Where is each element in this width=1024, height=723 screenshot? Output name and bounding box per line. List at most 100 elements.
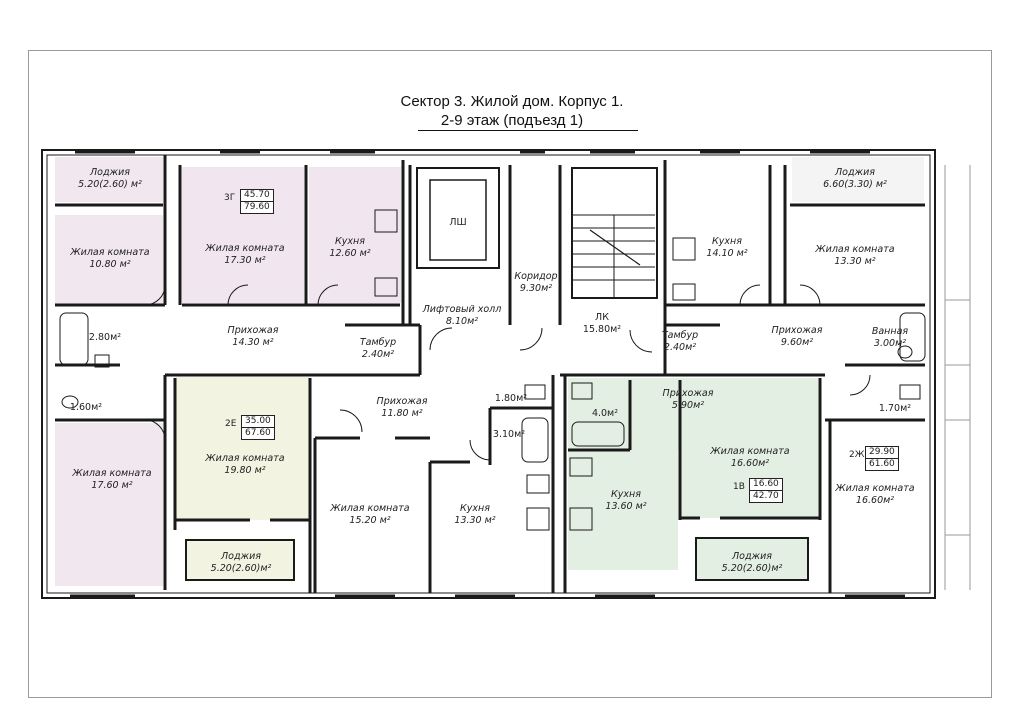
stove-1v: [569, 507, 593, 531]
apartment-code: 2Ж: [849, 450, 865, 460]
bathtub-l: [59, 312, 89, 366]
door-arc: [739, 284, 761, 306]
toilet-r: [897, 345, 913, 359]
apartment-living-area: 35.00: [242, 416, 274, 428]
label-lsh: ЛШ: [449, 217, 467, 228]
room-fill-kitchen-3g: [309, 167, 401, 303]
toilet-l: [61, 395, 79, 409]
neighbour-section: [944, 165, 971, 590]
apartment-total-area: 67.60: [245, 428, 271, 438]
room-fill-loggia-tr: [792, 157, 924, 202]
sink-2e: [524, 384, 546, 400]
apartment-code: 1В: [733, 482, 745, 492]
lift-shaft-outer: [416, 167, 500, 269]
sink-l: [94, 354, 110, 368]
label-wc-r: 1.70м²: [878, 403, 912, 414]
exterior-wall-inner: [46, 154, 931, 594]
apartment-area-box: 29.90 61.60: [865, 446, 899, 471]
label-wc-2e: 1.80м²: [494, 393, 528, 404]
room-fill-kitchen-1v: [568, 450, 678, 570]
room-fill-loggia-tl: [55, 157, 163, 202]
apartment-living-area: 45.70: [241, 190, 273, 202]
apartment-code: 3Г: [224, 193, 236, 203]
apartment-area-box: 35.00 67.60: [241, 415, 275, 440]
room-fill-hall-1v: [630, 378, 680, 450]
room-fill-loggia-br: [696, 538, 808, 580]
apartment-total-area: 79.60: [244, 202, 270, 212]
sink-1v-bath: [571, 382, 593, 400]
apartment-total-area: 61.60: [869, 459, 895, 469]
apartment-total-area: 42.70: [753, 491, 779, 501]
door-arc: [429, 327, 453, 351]
stove-2e: [526, 507, 550, 531]
room-fill-room-tl: [55, 215, 163, 305]
title-underline: [418, 130, 638, 131]
loggia-frame-br: [695, 537, 809, 581]
sink-kitchen-1v: [569, 457, 593, 477]
plan-subtitle: 2-9 этаж (подъезд 1): [440, 112, 584, 129]
label-wc-l: 1.60м²: [69, 402, 103, 413]
plan-title: Сектор 3. Жилой дом. Корпус 1.: [400, 93, 624, 110]
door-arc: [317, 284, 339, 306]
label-bath-l: 2.80м²: [88, 332, 122, 343]
room-fill-bath-1v: [568, 378, 630, 450]
drawing-frame: [28, 50, 992, 698]
door-arc: [339, 409, 363, 433]
apartment-code: 2Е: [225, 419, 237, 429]
sink-kitchen-2e: [526, 474, 550, 494]
stair-steps: [572, 214, 655, 298]
door-arc: [469, 439, 491, 461]
stove-tr: [672, 237, 696, 261]
bathtub-r: [899, 312, 926, 362]
lift-shaft-inner: [429, 179, 487, 261]
door-arc: [144, 419, 166, 441]
stove-3g: [374, 209, 398, 233]
sink-kitchen-tr: [672, 283, 696, 301]
room-fill-room-bl: [55, 423, 163, 586]
apartment-area-box: 45.70 79.60: [240, 189, 274, 214]
label-bath-1v: 4.0м²: [591, 408, 619, 419]
door-arc: [144, 284, 166, 306]
bathtub-2e: [521, 417, 549, 463]
apartment-living-area: 16.60: [750, 479, 782, 491]
exterior-wall: [41, 149, 936, 599]
loggia-frame-bl: [185, 539, 295, 581]
apartment-area-box: 16.60 42.70: [749, 478, 783, 503]
door-arc: [849, 374, 871, 396]
door-arc: [519, 327, 543, 351]
door-arc: [227, 284, 249, 306]
door-arc: [799, 284, 821, 306]
room-fill-room-2e: [176, 377, 309, 520]
room-fill-room-3g: [182, 167, 304, 303]
door-arc: [629, 329, 653, 353]
sink-r: [899, 384, 921, 400]
room-fill-loggia-bl: [186, 540, 294, 580]
